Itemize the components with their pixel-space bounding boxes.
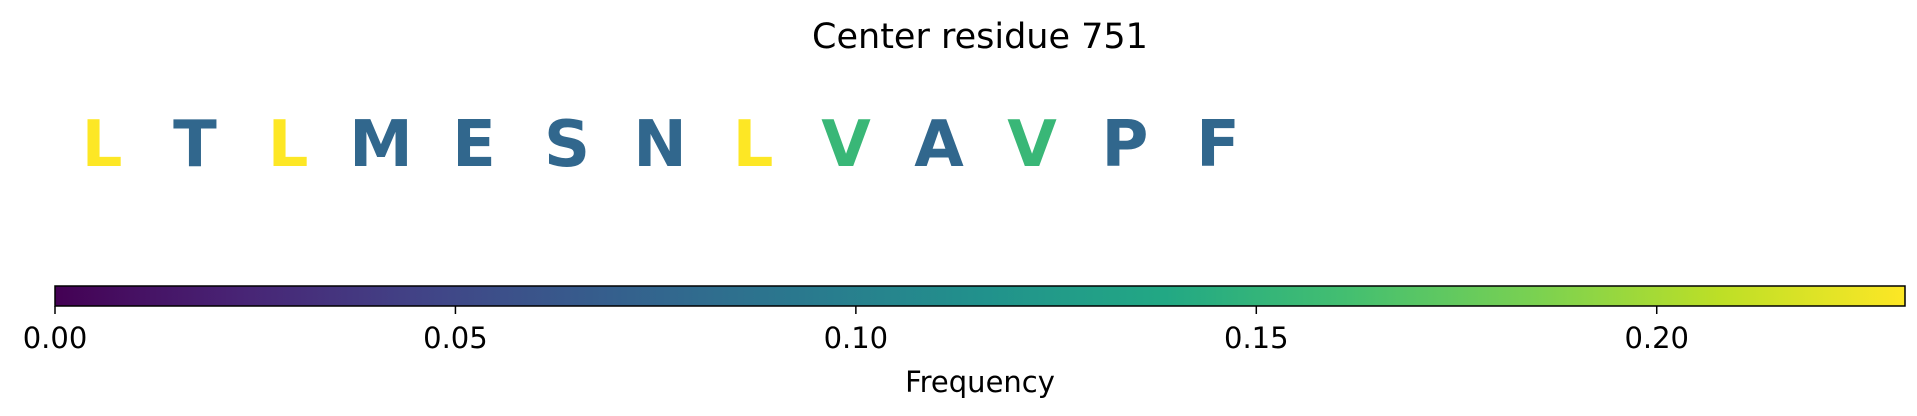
residue-letter: T bbox=[173, 108, 217, 182]
residue-letter: S bbox=[544, 108, 590, 182]
colorbar-tick-label: 0.10 bbox=[824, 321, 889, 355]
colorbar-tick-label: 0.20 bbox=[1624, 321, 1689, 355]
residue-letter: L bbox=[82, 108, 123, 182]
residue-letter: V bbox=[1007, 108, 1057, 182]
colorbar-tick-label: 0.15 bbox=[1224, 321, 1289, 355]
residue-letter: N bbox=[633, 108, 687, 182]
chart-title: Center residue 751 bbox=[812, 17, 1148, 57]
colorbar-tick-label: 0.05 bbox=[423, 321, 488, 355]
colorbar-gradient bbox=[54, 285, 1906, 307]
colorbar-tick-label: 0.00 bbox=[23, 321, 88, 355]
residue-letter: V bbox=[821, 108, 871, 182]
residue-letter: M bbox=[349, 108, 413, 182]
residue-letter: P bbox=[1102, 108, 1149, 182]
residue-letter: E bbox=[452, 108, 496, 182]
residue-letter: L bbox=[733, 108, 774, 182]
colorbar-axis-label: Frequency bbox=[905, 365, 1055, 399]
residue-letter: A bbox=[914, 108, 964, 182]
residue-letter: F bbox=[1196, 108, 1240, 182]
residue-letter: L bbox=[268, 108, 309, 182]
colorbar: 0.00 0.05 0.10 0.15 0.20 bbox=[23, 285, 1906, 355]
